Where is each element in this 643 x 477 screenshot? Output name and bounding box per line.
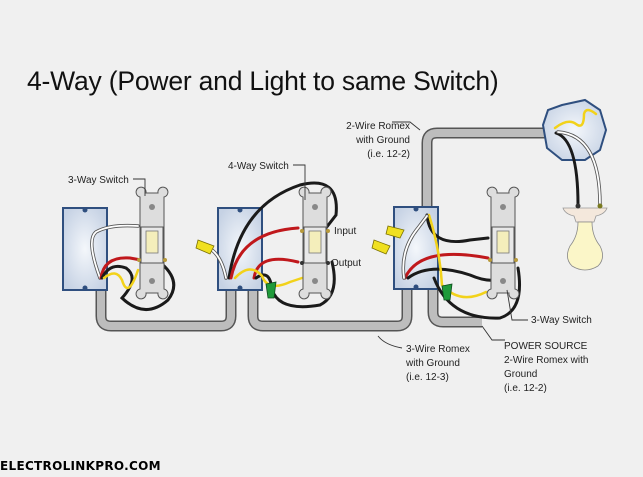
ceiling-box-octagon	[541, 98, 608, 161]
wires-middle	[210, 181, 338, 309]
label-power-source-2: 2-Wire Romex with	[504, 355, 588, 366]
light-fixture	[562, 203, 608, 223]
switch-right-3way[interactable]	[486, 186, 520, 300]
wirenut-ground-right	[441, 283, 453, 301]
light-bulb	[567, 221, 603, 271]
cable-left-3wire	[95, 278, 237, 332]
leader-lines	[133, 121, 528, 349]
label-output: Output	[331, 258, 361, 269]
cable-middle-3wire	[247, 278, 413, 332]
diagram-title: 4-Way (Power and Light to same Switch)	[27, 66, 499, 96]
wires-left	[90, 223, 176, 311]
wirenut-ground-middle	[265, 281, 277, 299]
cable-power-source	[427, 278, 482, 328]
label-cable-bottom-2: with Ground	[405, 358, 460, 369]
wirenut-right-2	[371, 239, 391, 255]
label-input: Input	[334, 226, 356, 237]
label-cable-top-3: (i.e. 12-2)	[367, 149, 410, 160]
label-switch-middle: 4-Way Switch	[228, 161, 289, 172]
label-cable-bottom-1: 3-Wire Romex	[406, 344, 470, 355]
wirenut-right-1	[385, 225, 405, 239]
label-power-source-3: Ground	[504, 369, 537, 380]
label-power-source-1: POWER SOURCE	[504, 341, 588, 352]
label-cable-top-2: with Ground	[355, 135, 410, 146]
label-cable-bottom-3: (i.e. 12-3)	[406, 372, 449, 383]
watermark: ELECTROLINKPRO.COM	[0, 459, 161, 473]
wires-light	[553, 108, 602, 207]
cable-top-to-light	[421, 127, 560, 215]
switch-left-3way[interactable]	[135, 186, 169, 300]
label-switch-left: 3-Way Switch	[68, 175, 129, 186]
wirenut-left-middle	[195, 239, 215, 255]
label-power-source-4: (i.e. 12-2)	[504, 383, 547, 394]
label-cable-top-1: 2-Wire Romex	[346, 121, 410, 132]
label-switch-right: 3-Way Switch	[531, 315, 592, 326]
switch-middle-4way[interactable]	[298, 186, 332, 300]
